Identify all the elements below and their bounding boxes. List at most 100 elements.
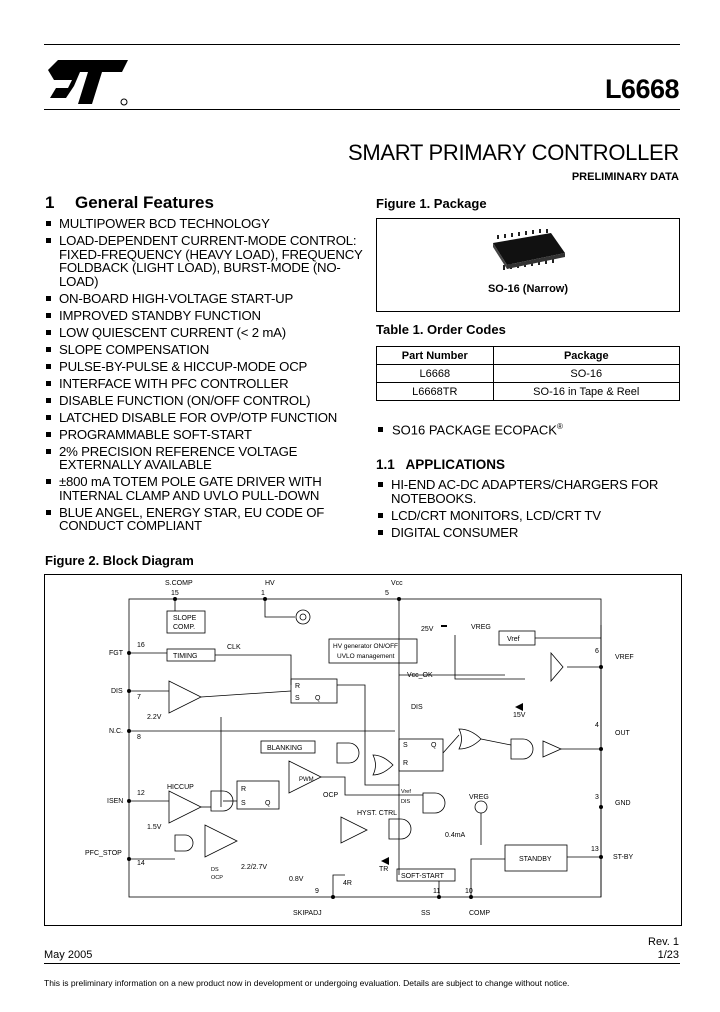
applications-list: HI-END AC-DC ADAPTERS/CHARGERS FOR NOTEB… <box>376 478 682 543</box>
feature-item: 2% PRECISION REFERENCE VOLTAGE EXTERNALL… <box>44 444 364 472</box>
pin-number: 8 <box>137 734 141 741</box>
block-label: 2.2V <box>147 714 162 721</box>
application-item: DIGITAL CONSUMER <box>376 525 682 540</box>
pin-number: 1 <box>261 590 265 597</box>
pin-number: 15 <box>171 590 179 597</box>
pin-label: SKIPADJ <box>293 910 322 917</box>
table-header-row: Part Number Package <box>376 346 681 365</box>
header-rule <box>44 109 680 110</box>
latch-label: R <box>403 760 408 767</box>
block-label: UVLO management <box>337 653 395 660</box>
features-list: MULTIPOWER BCD TECHNOLOGY LOAD-DEPENDENT… <box>44 217 364 536</box>
feature-item: ON-BOARD HIGH-VOLTAGE START-UP <box>44 291 364 306</box>
feature-item: LOW QUIESCENT CURRENT (< 2 mA) <box>44 325 364 340</box>
feature-item: LOAD-DEPENDENT CURRENT-MODE CONTROL: FIX… <box>44 234 364 288</box>
latch-label: Q <box>431 742 437 749</box>
pin-number: 11 <box>433 888 440 895</box>
column-header: Part Number <box>376 346 494 365</box>
applications-heading: 1.1 APPLICATIONS <box>376 457 506 472</box>
registered-mark: ® <box>556 422 563 431</box>
disclaimer: This is preliminary information on a new… <box>44 978 570 988</box>
feature-item: IMPROVED STANDBY FUNCTION <box>44 308 364 323</box>
pin-label: N.C. <box>109 728 123 735</box>
figure2-caption: Figure 2. Block Diagram <box>45 553 194 568</box>
feature-item: PROGRAMMABLE SOFT-START <box>44 427 364 442</box>
pin-number: 6 <box>595 648 599 655</box>
revision: Rev. 1 <box>648 936 679 948</box>
pin-label: VREF <box>615 654 634 661</box>
block-label: DIS <box>401 799 411 805</box>
block-label: OCP <box>211 875 223 881</box>
package-label: SO-16 (Narrow) <box>487 283 569 295</box>
block-label: DIS <box>411 704 423 711</box>
table-row: L6668 SO-16 <box>376 364 681 383</box>
pin-number: 9 <box>315 888 319 895</box>
block-label: TIMING <box>173 653 198 660</box>
pin-label: HV <box>265 580 275 587</box>
pin-number: 4 <box>595 722 599 729</box>
pin-label: COMP <box>469 910 490 917</box>
feature-item: INTERFACE WITH PFC CONTROLLER <box>44 376 364 391</box>
feature-item: ±800 mA TOTEM POLE GATE DRIVER WITH INTE… <box>44 475 364 502</box>
table-cell: SO-16 in Tape & Reel <box>492 382 681 401</box>
pin-number: 10 <box>465 888 473 895</box>
pin-label: GND <box>615 800 631 807</box>
application-item: LCD/CRT MONITORS, LCD/CRT TV <box>376 508 682 523</box>
figure1-caption: Figure 1. Package <box>376 196 487 211</box>
pin-number: 13 <box>591 846 599 853</box>
latch-label: S <box>295 695 300 702</box>
pin-label: S.COMP <box>165 580 193 587</box>
block-label: 0.8V <box>289 876 304 883</box>
block-label: SOFT-START <box>401 873 445 880</box>
block-diagram-figure: S.COMP 15 HV 1 Vcc 5 FGT 16 DIS 7 N.C. 8… <box>44 574 682 926</box>
block-label: COMP. <box>173 624 195 631</box>
document-title: SMART PRIMARY CONTROLLER <box>347 140 679 165</box>
table-cell: L6668TR <box>376 382 494 401</box>
application-item: HI-END AC-DC ADAPTERS/CHARGERS FOR NOTEB… <box>376 478 682 505</box>
latch-label: S <box>241 800 246 807</box>
pin-number: 3 <box>595 794 599 801</box>
block-label: 15V <box>513 712 526 719</box>
pin-label: ISEN <box>107 798 123 805</box>
order-codes-table: Part Number Package L6668 SO-16 L6668TR … <box>376 346 681 401</box>
block-diagram: S.COMP 15 HV 1 Vcc 5 FGT 16 DIS 7 N.C. 8… <box>85 580 634 917</box>
block-label: Vref <box>401 789 411 795</box>
pin-label: ST-BY <box>613 854 634 861</box>
table-row: L6668TR SO-16 in Tape & Reel <box>376 382 681 401</box>
feature-item: PULSE-BY-PULSE & HICCUP-MODE OCP <box>44 359 364 374</box>
block-label: HICCUP <box>167 784 194 791</box>
pin-number: 7 <box>137 694 141 701</box>
block-label: 1.5V <box>147 824 162 831</box>
ecopack-text: SO16 PACKAGE ECOPACK <box>392 422 557 438</box>
section-title: General Features <box>75 193 214 212</box>
pin-number: 12 <box>137 790 145 797</box>
pin-label: PFC_STOP <box>85 850 122 857</box>
document-date: May 2005 <box>44 949 93 961</box>
block-label: VREG <box>471 624 491 631</box>
feature-item: LATCHED DISABLE FOR OVP/OTP FUNCTION <box>44 410 364 425</box>
pin-number: 5 <box>385 590 389 597</box>
block-label: 4R <box>343 880 352 887</box>
so16-chip-image <box>493 229 565 270</box>
latch-label: S <box>403 742 408 749</box>
latch-label: Q <box>315 695 321 702</box>
pin-number: 16 <box>137 642 145 649</box>
table1-caption: Table 1. Order Codes <box>376 322 506 337</box>
footer-rule <box>44 963 680 964</box>
part-number: L6668 <box>604 74 680 104</box>
feature-item: MULTIPOWER BCD TECHNOLOGY <box>44 217 364 231</box>
block-label: Vref <box>507 636 520 643</box>
pin-label: SS <box>421 910 431 917</box>
revision-block: Rev. 1 1/23 <box>648 936 679 962</box>
block-label: CLK <box>227 644 241 651</box>
block-label: OCP <box>323 792 339 799</box>
section-number: 1 <box>45 193 55 212</box>
ecopack-item: SO16 PACKAGE ECOPACK® <box>376 422 563 437</box>
table-cell: L6668 <box>376 364 494 383</box>
latch-label: Q <box>265 800 271 807</box>
pin-label: OUT <box>615 730 631 737</box>
bullet-icon <box>378 427 383 433</box>
st-logo <box>48 60 128 106</box>
block-label: Vcc_OK <box>407 672 433 679</box>
package-figure: SO-16 (Narrow) <box>376 218 680 312</box>
